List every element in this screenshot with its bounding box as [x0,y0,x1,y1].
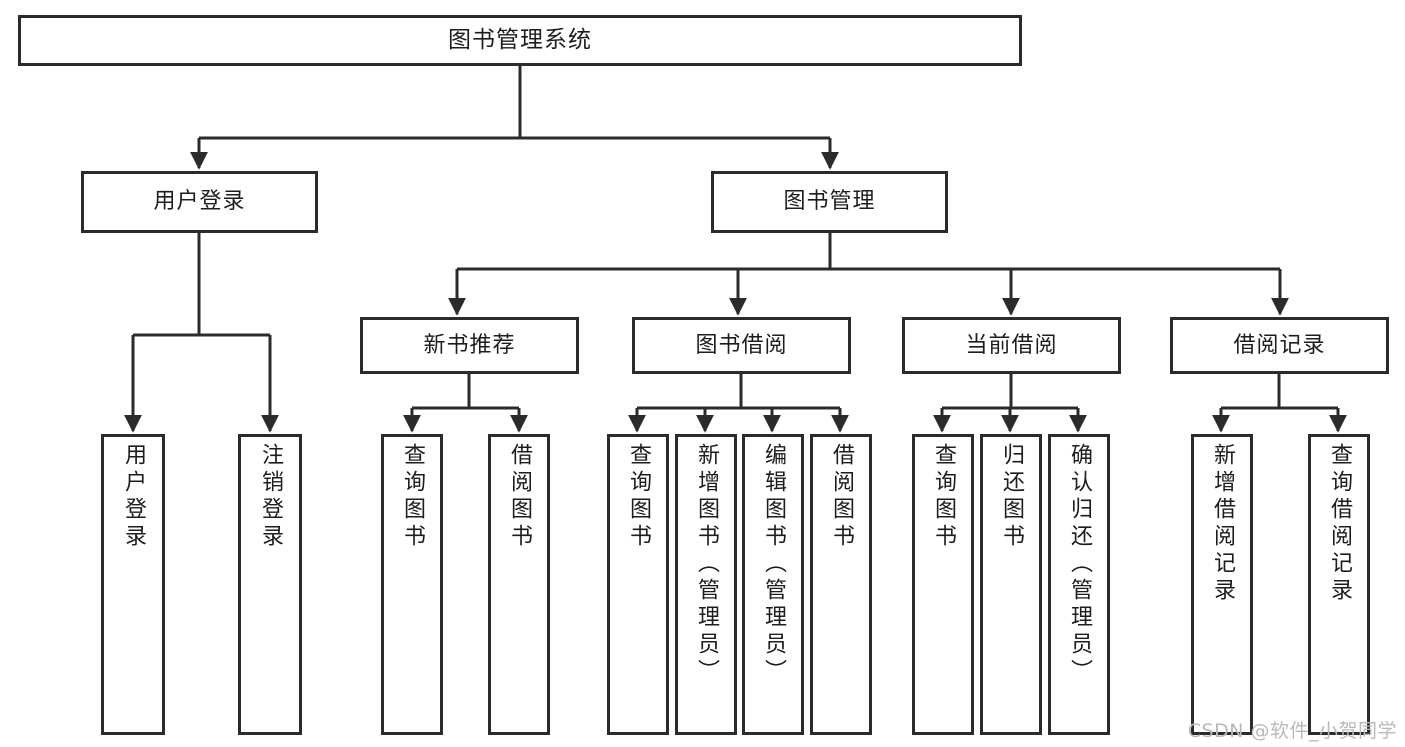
node-label: 查询借阅记录 [1327,443,1352,605]
node-label: 注销登录 [258,443,283,551]
leaf-book-borrow-borrow-book[interactable]: 借阅图书 [810,434,872,735]
node-label: 借阅记录 [1233,332,1326,358]
leaf-book-borrow-edit-book-admin[interactable]: 编辑图书（管理员） [742,434,804,735]
node-new-book-recommend[interactable]: 新书推荐 [360,317,579,374]
node-borrow-record[interactable]: 借阅记录 [1170,317,1389,374]
leaf-new-book-query-book[interactable]: 查询图书 [381,434,443,735]
node-label: 图书管理系统 [448,26,592,53]
leaf-user-login-login[interactable]: 用户登录 [101,434,165,735]
leaf-user-login-logout[interactable]: 注销登录 [238,434,302,735]
node-book-management[interactable]: 图书管理 [711,171,948,233]
node-label: 新增图书（管理员） [694,443,719,686]
node-label: 用户登录 [121,443,146,551]
node-book-borrow[interactable]: 图书借阅 [632,317,851,374]
leaf-book-borrow-add-book-admin[interactable]: 新增图书（管理员） [675,434,737,735]
node-label: 新书推荐 [423,332,516,358]
node-label: 图书借阅 [695,332,788,358]
node-label: 编辑图书（管理员） [761,443,786,686]
csdn-watermark: CSDN @软件_小贺同学 [1187,720,1397,742]
leaf-current-borrow-query-book[interactable]: 查询图书 [912,434,974,735]
node-label: 查询图书 [626,443,651,551]
node-current-borrow[interactable]: 当前借阅 [902,317,1121,374]
node-label: 确认归还（管理员） [1067,443,1092,686]
node-label: 图书管理 [783,189,876,215]
node-label: 归还图书 [999,443,1024,551]
node-root-library-management-system[interactable]: 图书管理系统 [18,15,1022,66]
leaf-current-borrow-return-book[interactable]: 归还图书 [980,434,1042,735]
node-label: 借阅图书 [829,443,854,551]
node-label: 查询图书 [400,443,425,551]
node-user-login[interactable]: 用户登录 [81,171,318,233]
node-label: 借阅图书 [507,443,532,551]
leaf-borrow-record-query-record[interactable]: 查询借阅记录 [1308,434,1370,735]
leaf-current-borrow-confirm-return-admin[interactable]: 确认归还（管理员） [1048,434,1110,735]
node-label: 查询图书 [931,443,956,551]
leaf-borrow-record-add-record[interactable]: 新增借阅记录 [1191,434,1253,735]
leaf-book-borrow-query-book[interactable]: 查询图书 [607,434,669,735]
node-label: 用户登录 [153,189,246,215]
leaf-new-book-borrow-book[interactable]: 借阅图书 [488,434,550,735]
node-label: 当前借阅 [965,332,1058,358]
node-label: 新增借阅记录 [1210,443,1235,605]
